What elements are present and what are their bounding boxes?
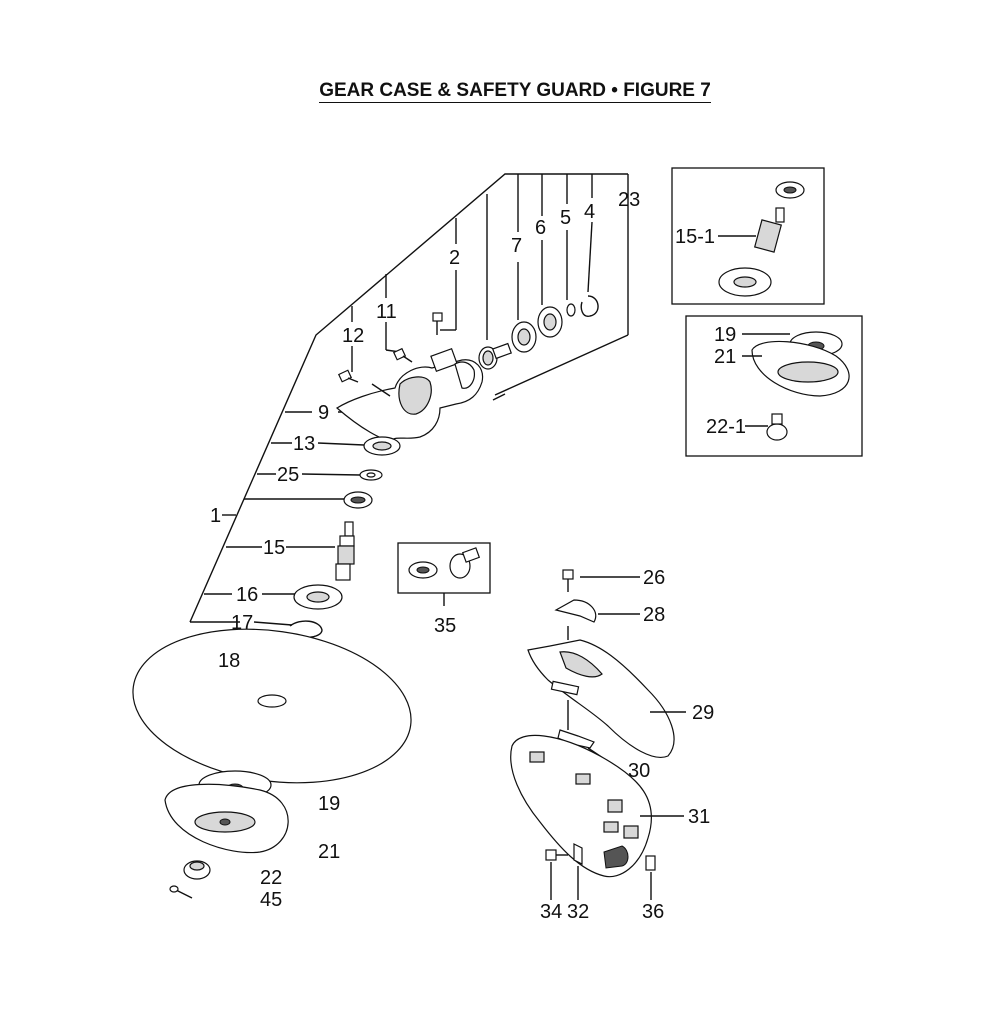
washer-25 <box>359 469 383 481</box>
nut-36 <box>645 855 656 900</box>
callout-21: 21 <box>318 841 340 863</box>
callout-9: 9 <box>318 402 329 424</box>
callout-7: 7 <box>511 235 522 257</box>
cup-21 <box>164 783 289 854</box>
clamp-28 <box>554 599 640 623</box>
callout-22: 22 <box>260 867 282 889</box>
bearing-6 <box>511 321 537 353</box>
bolt-34 <box>545 849 568 900</box>
callout-12: 12 <box>342 325 364 347</box>
callout-29: 29 <box>692 702 714 724</box>
callout-28: 28 <box>643 604 665 626</box>
oil-seal <box>343 491 373 509</box>
callout-18: 18 <box>218 650 240 672</box>
inset-15-1 <box>671 167 825 305</box>
callout-16: 16 <box>236 584 258 606</box>
callout-17: 17 <box>231 612 253 634</box>
callout-lines <box>189 173 629 661</box>
callout-22-1: 22-1 <box>706 416 746 438</box>
nut-22 <box>183 860 211 880</box>
bolt-26 <box>562 569 640 592</box>
inset-19-21-22-1 <box>685 315 863 457</box>
pin-23 <box>492 393 506 401</box>
callout-1: 1 <box>210 505 221 527</box>
pinion-gear <box>478 342 512 370</box>
output-shaft-15 <box>335 521 355 581</box>
callout-11: 11 <box>376 301 397 323</box>
callout-25: 25 <box>277 464 299 486</box>
callout-2: 2 <box>449 247 460 269</box>
callout-21-inset: 21 <box>714 346 736 368</box>
callout-19: 19 <box>318 793 340 815</box>
gear-case-assembly <box>132 295 599 899</box>
callout-6: 6 <box>535 217 546 239</box>
callout-34: 34 <box>540 901 562 923</box>
safety-guard-31 <box>510 734 684 878</box>
callout-32: 32 <box>567 901 589 923</box>
callout-4: 4 <box>584 201 595 223</box>
bearing-16 <box>293 584 343 610</box>
callout-15-1: 15-1 <box>675 226 715 248</box>
figure-title: GEAR CASE & SAFETY GUARD • FIGURE 7 <box>319 80 711 103</box>
bearing-5 <box>537 306 563 338</box>
callout-23: 23 <box>618 189 640 211</box>
washer-5 <box>566 303 576 317</box>
callout-5: 5 <box>560 207 571 229</box>
gear-housing <box>335 347 484 441</box>
callout-labels: 23 4 5 6 7 2 11 12 9 13 25 1 15 16 17 18… <box>210 189 746 923</box>
inset-35 <box>397 542 491 606</box>
callout-45: 45 <box>260 889 282 911</box>
guard-bracket-29 <box>527 626 686 758</box>
callout-31: 31 <box>688 806 710 828</box>
screw-12 <box>337 369 359 383</box>
callout-19-inset: 19 <box>714 324 736 346</box>
cotter-pin-45 <box>169 885 193 899</box>
callout-36: 36 <box>642 901 664 923</box>
bearing-13 <box>363 436 401 456</box>
callout-35: 35 <box>434 615 456 637</box>
callout-30: 30 <box>628 760 650 782</box>
screw-11 <box>392 347 413 363</box>
safety-guard-assembly <box>510 569 686 900</box>
callout-26: 26 <box>643 567 665 589</box>
cutter-blade <box>132 628 412 784</box>
washer-32 <box>573 843 583 900</box>
callout-13: 13 <box>293 433 315 455</box>
snap-ring-4 <box>580 295 599 317</box>
bolt-2 <box>432 312 443 335</box>
callout-15: 15 <box>263 537 285 559</box>
